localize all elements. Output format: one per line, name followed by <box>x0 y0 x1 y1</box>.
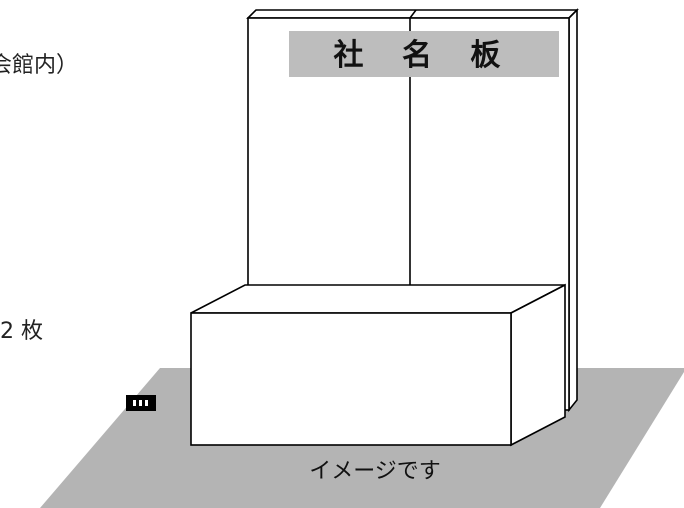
image-caption: イメージです <box>309 459 441 484</box>
floor-marker-icon <box>126 395 156 411</box>
sign-board <box>289 31 559 77</box>
sign-board-label: 社 名 板 <box>334 38 515 73</box>
side-text-quantity: 2 枚 <box>0 319 43 344</box>
reception-counter <box>190 283 566 447</box>
side-text-venue: 会館内） <box>0 53 79 78</box>
